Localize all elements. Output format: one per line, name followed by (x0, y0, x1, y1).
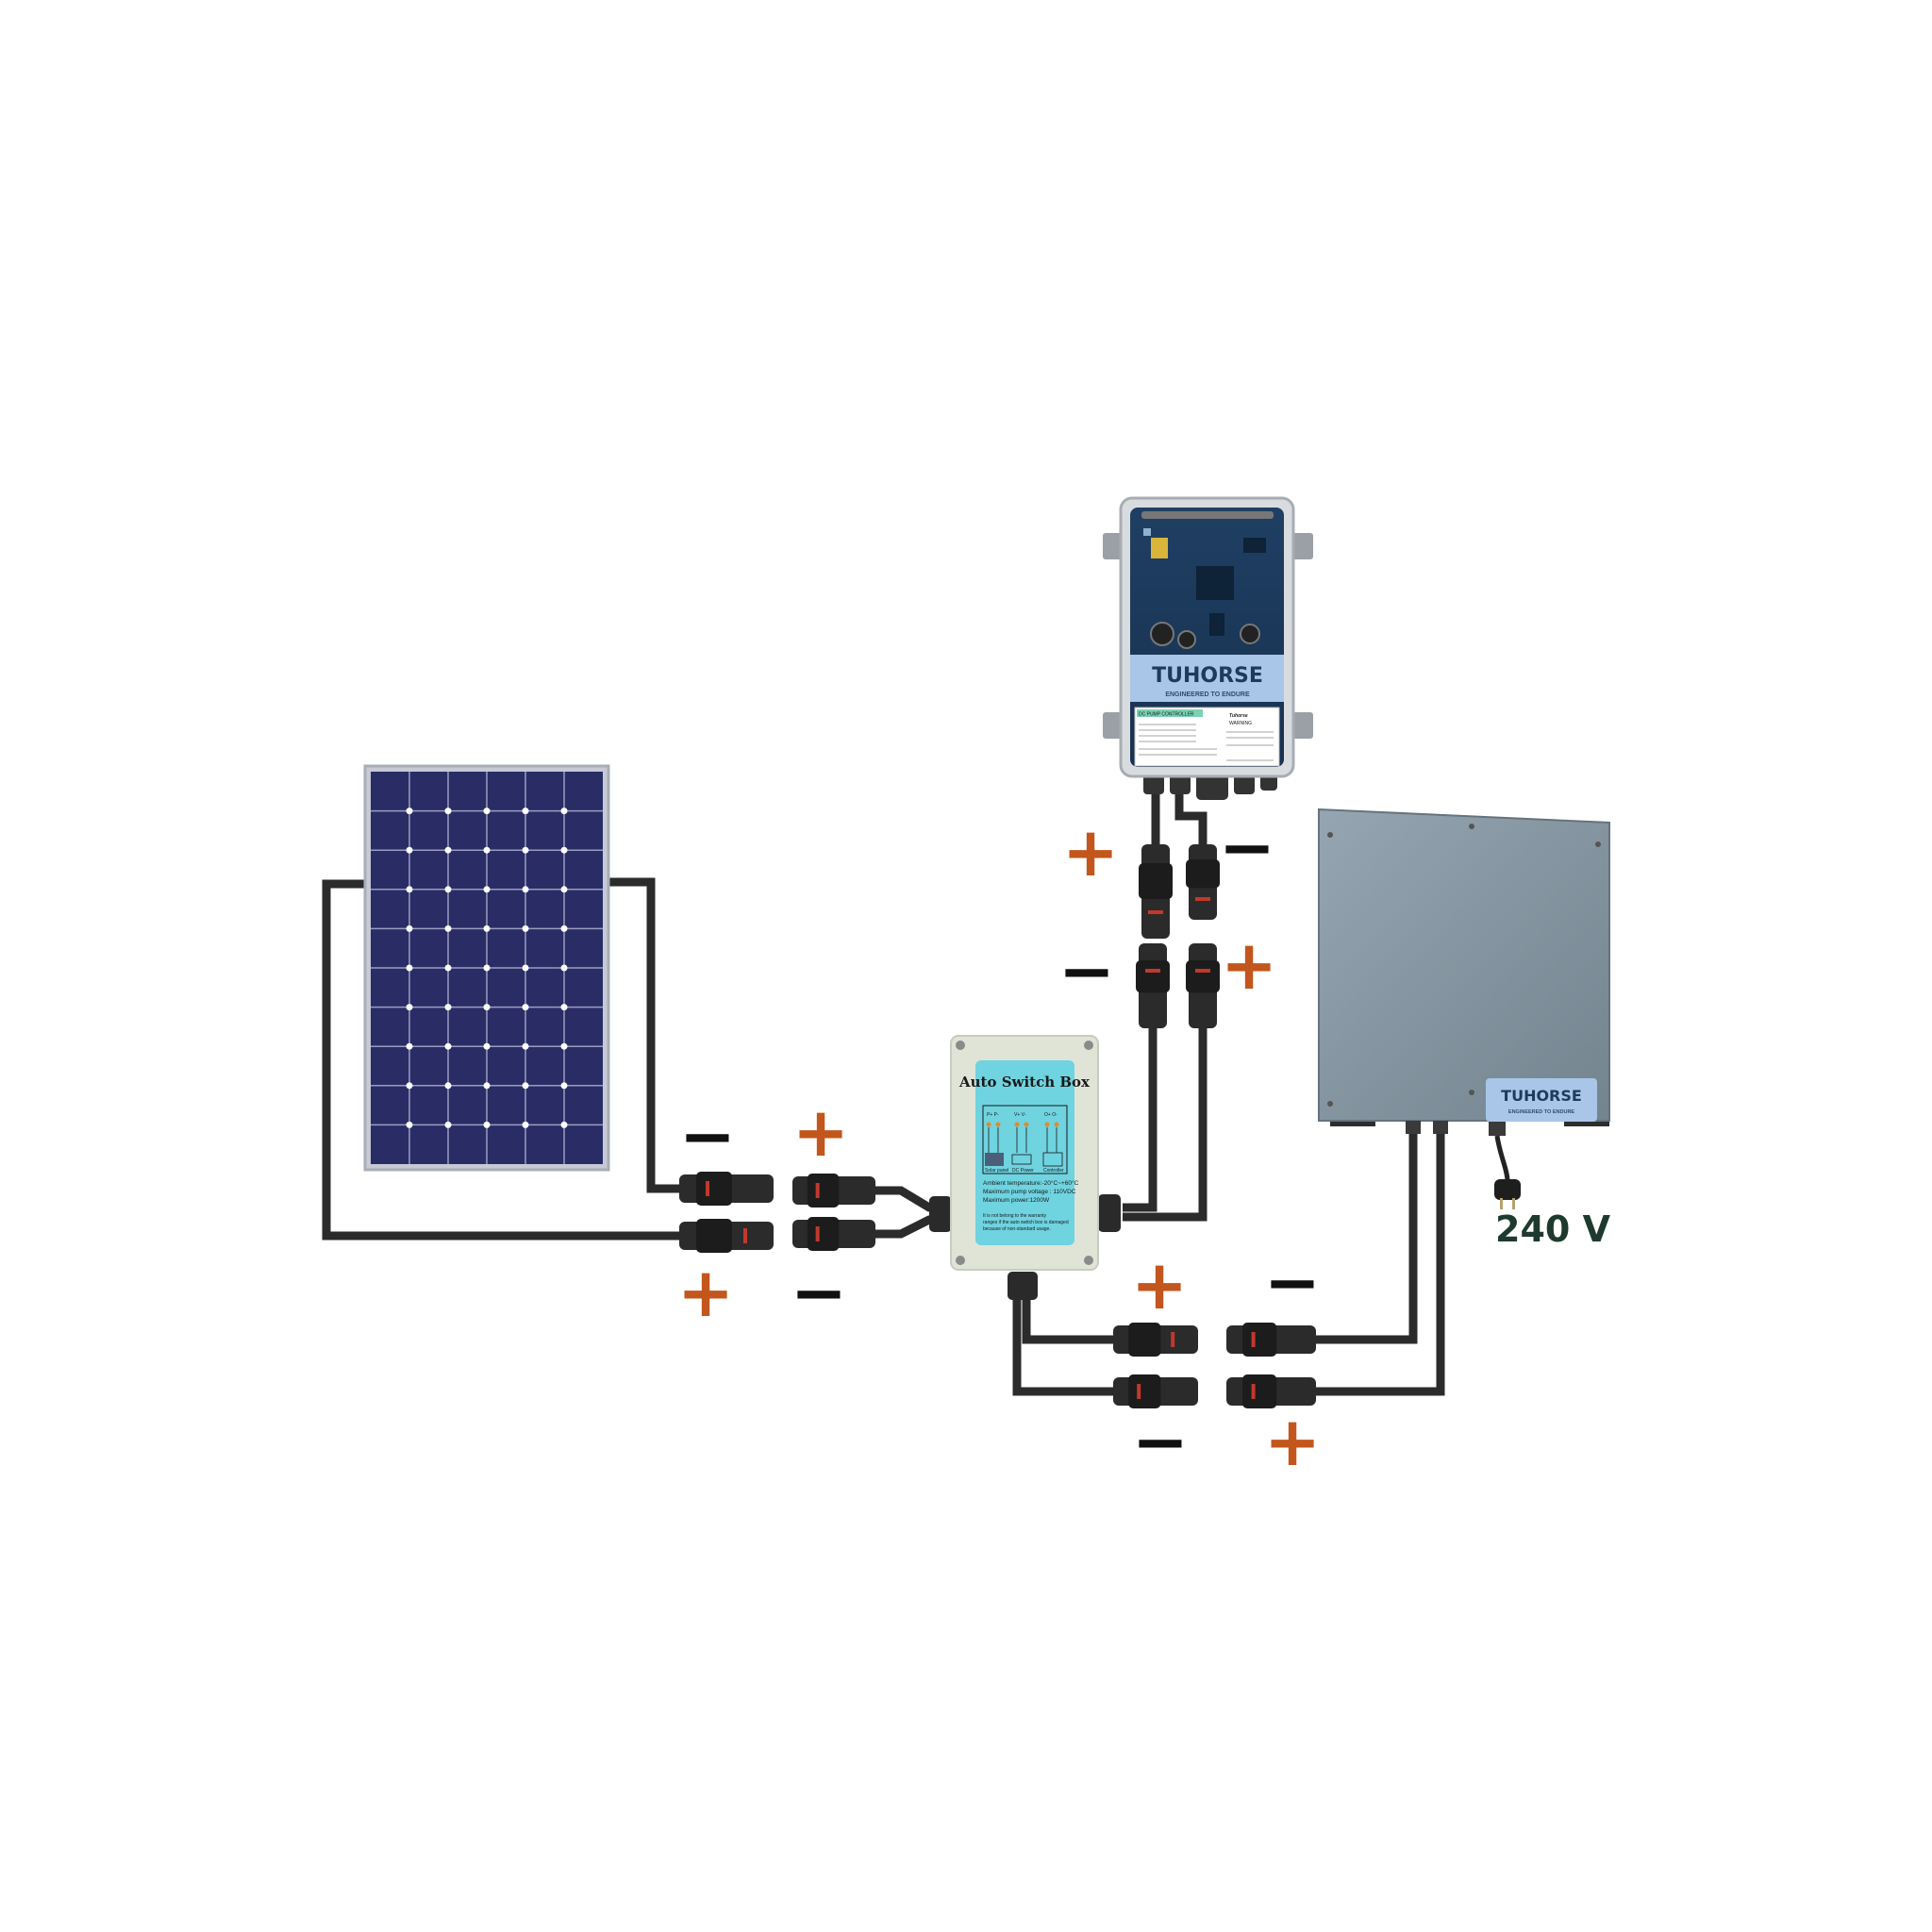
sign-psu-positive: + (1264, 1402, 1321, 1481)
switch-spec-temperature: Ambient temperature:-20°C~+60°C (983, 1179, 1079, 1187)
wire-switch-psu-lower (1012, 1297, 1113, 1396)
switch-label-panel (975, 1060, 1074, 1245)
wire-controller-down-right (1174, 788, 1208, 844)
sign-switch-psu-negative: − (1132, 1402, 1189, 1481)
sign-y-positive: + (792, 1092, 849, 1172)
switch-warranty-line-2: ranges if the auto switch box is damaged (983, 1220, 1069, 1225)
connector-psu-positive (1226, 1374, 1316, 1408)
switch-dc-power-icon (1011, 1154, 1032, 1165)
power-supply-box: TUHORSE ENGINEERED TO ENDURE 240 V (1318, 808, 1611, 1250)
wire-switch-controller-left (1123, 1028, 1158, 1212)
connector-controller-positive (1139, 844, 1173, 939)
switch-device-solar: Solar panel (985, 1168, 1008, 1174)
connector-switch-controller-negative (1136, 943, 1170, 1028)
panel-cell-grid (371, 772, 603, 1164)
wire-panel-negative (606, 877, 679, 1193)
connector-switch-psu-negative (1113, 1374, 1198, 1408)
wiring (322, 788, 1445, 1396)
switch-warranty-line-1: It is not belong to the warranty (983, 1213, 1046, 1219)
auto-switch-box: Auto Switch Box P+ P- V+ V- O+ O- Solar … (929, 1035, 1121, 1300)
switch-warranty-line-3: because of non-standard usage. (983, 1226, 1051, 1232)
connector-psu-negative (1226, 1323, 1316, 1357)
mc4-connectors (679, 844, 1316, 1408)
switch-spec-voltage: Maximum pump voltage : 110VDC (983, 1189, 1076, 1195)
controller-tagline: ENGINEERED TO ENDURE (1165, 691, 1250, 698)
sign-switch-controller-positive: + (1221, 925, 1277, 1005)
connector-switch-psu-positive (1113, 1323, 1198, 1357)
sign-y-negative: − (791, 1253, 847, 1332)
switch-solar-icon (985, 1153, 1004, 1166)
switch-gland-right (1098, 1194, 1121, 1232)
wire-switch-psu-upper (1022, 1297, 1113, 1344)
wire-psu-upper (1316, 1124, 1418, 1344)
switch-device-dc: DC Power (1012, 1168, 1034, 1174)
polarity-signs: − + + − + − − + + − − + (677, 808, 1321, 1481)
switch-device-controller: Controller (1043, 1168, 1064, 1174)
controller-label-logo: Tuhorse (1229, 713, 1248, 719)
pump-controller: TUHORSE ENGINEERED TO ENDURE DC PUMP CON… (1103, 496, 1313, 800)
psu-ac-plug (1494, 1179, 1521, 1200)
switch-gland-bottom (1008, 1272, 1038, 1300)
wire-panel-positive (322, 879, 679, 1241)
psu-voltage-label: 240 V (1495, 1208, 1611, 1250)
sign-panel-negative: − (679, 1096, 736, 1175)
wire-switch-controller-right (1123, 1028, 1208, 1222)
switch-controller-icon (1042, 1152, 1063, 1167)
sign-psu-negative: − (1264, 1242, 1321, 1322)
connector-y-negative (792, 1217, 875, 1251)
switch-gland-left (929, 1196, 952, 1232)
sign-controller-positive: + (1062, 812, 1119, 891)
switch-terminal-pv: P+ P- (987, 1112, 999, 1118)
connector-switch-controller-positive (1186, 943, 1220, 1028)
psu-tagline: ENGINEERED TO ENDURE (1508, 1109, 1575, 1115)
controller-label-warning: WARNING (1229, 721, 1252, 726)
switch-box-title: Auto Switch Box (958, 1074, 1091, 1091)
switch-terminal-v: V+ V- (1014, 1112, 1026, 1118)
wire-psu-lower (1316, 1124, 1445, 1396)
controller-pcb (1130, 508, 1284, 767)
connector-panel-negative (679, 1172, 774, 1206)
connector-controller-negative (1186, 844, 1220, 920)
sign-switch-controller-negative: − (1058, 931, 1115, 1010)
switch-spec-power: Maximum power:1200W (983, 1197, 1050, 1204)
psu-brand-label (1486, 1078, 1597, 1122)
controller-label-title: DC PUMP CONTROLLER (1139, 712, 1194, 718)
connector-y-positive (792, 1174, 875, 1208)
controller-spec-label (1134, 707, 1280, 767)
controller-brand-label (1130, 655, 1284, 702)
switch-terminal-o: O+ O- (1044, 1112, 1058, 1118)
psu-brand: TUHORSE (1501, 1087, 1582, 1105)
sign-panel-positive: + (677, 1253, 734, 1332)
controller-brand: TUHORSE (1152, 664, 1263, 688)
psu-ac-cord (1494, 1135, 1510, 1182)
sign-controller-negative: − (1219, 808, 1275, 887)
sign-switch-psu-positive: + (1131, 1245, 1188, 1324)
solar-panel (363, 764, 610, 1172)
connector-panel-positive (679, 1219, 774, 1253)
